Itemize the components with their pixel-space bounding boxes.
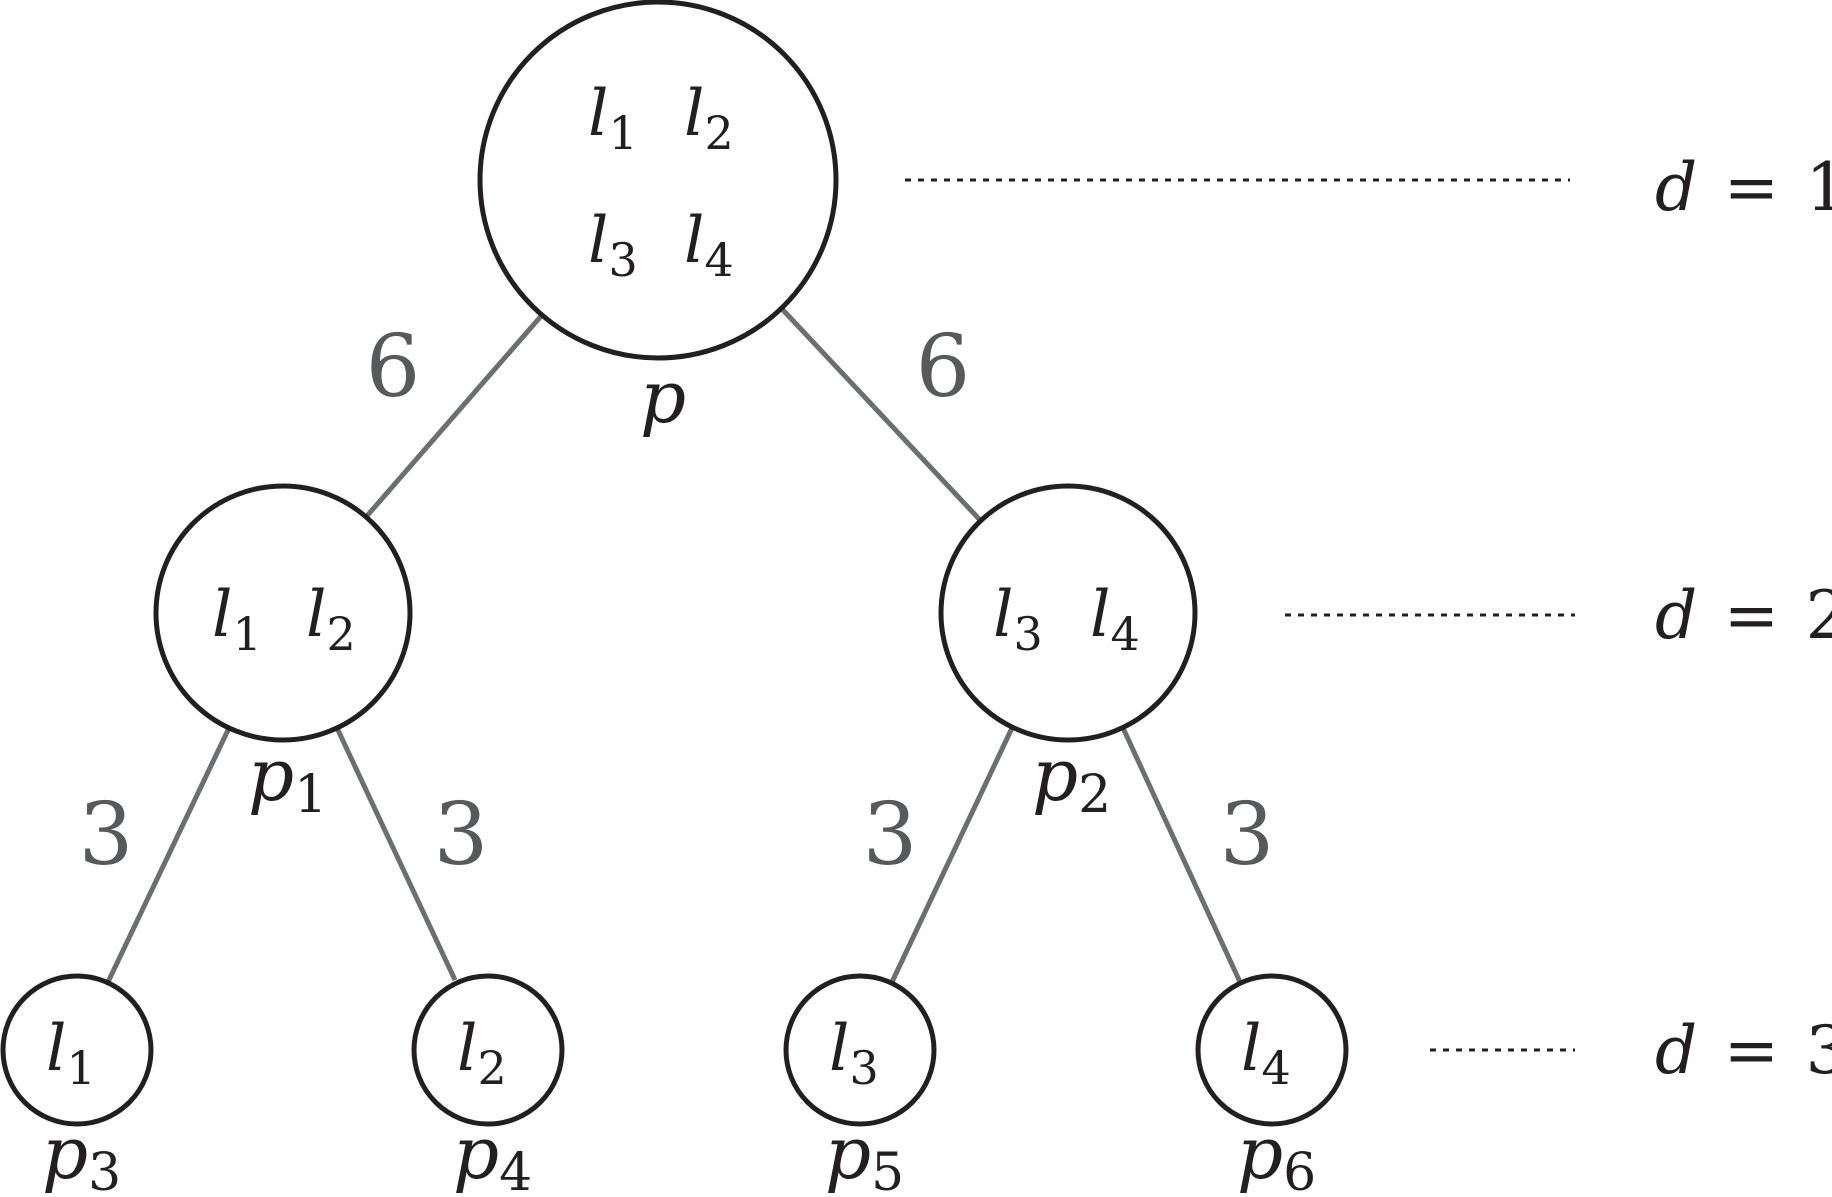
- depth-var: d: [1655, 1012, 1697, 1089]
- node-p4: l2 p4: [411, 973, 565, 1197]
- weight-p2-p6: 3: [1220, 785, 1275, 885]
- node-label: l4: [1090, 578, 1140, 661]
- depth-op: =: [1724, 1012, 1779, 1089]
- node-name: p: [640, 355, 686, 439]
- node-circle: [783, 973, 937, 1127]
- node-name: p3: [42, 1111, 121, 1197]
- node-circle: [938, 483, 1198, 743]
- node-circle: [411, 973, 565, 1127]
- node-label: l1: [588, 77, 638, 160]
- node-label: l4: [1241, 1012, 1291, 1095]
- weight-p-p1: 6: [366, 317, 421, 417]
- node-name: p4: [453, 1111, 532, 1197]
- depth-value: 3: [1806, 1012, 1832, 1089]
- node-p: l1 l2 l3 l4 p: [477, 0, 839, 439]
- edge-p2-p6: [1120, 726, 1243, 984]
- node-label: l3: [993, 578, 1043, 661]
- depth-label-1: d = 1: [1655, 149, 1832, 226]
- node-name: p6: [1237, 1111, 1316, 1197]
- node-label: l2: [684, 77, 734, 160]
- edge-p1-p3: [105, 726, 232, 984]
- depth-labels: d = 1 d = 2 d = 3: [1655, 149, 1832, 1089]
- node-p3: l1 p3: [0, 973, 154, 1197]
- edge-p-p1: [364, 313, 544, 519]
- node-circle: [477, 0, 839, 361]
- depth-guides: [905, 178, 1575, 1052]
- depth-value: 1: [1806, 149, 1832, 226]
- node-label: l3: [829, 1012, 879, 1095]
- edge-weights: 6 6 3 3 3 3: [79, 317, 1275, 885]
- depth-label-2: d = 2: [1655, 577, 1832, 654]
- weight-p1-p4: 3: [434, 785, 489, 885]
- depth-label-3: d = 3: [1655, 1012, 1832, 1089]
- weight-p-p2: 6: [916, 317, 971, 417]
- node-p6: l4 p6: [1195, 973, 1349, 1197]
- depth-op: =: [1724, 577, 1779, 654]
- node-name: p1: [248, 733, 327, 825]
- edge-p-p2: [781, 308, 982, 522]
- node-label: l4: [684, 204, 734, 287]
- depth-var: d: [1655, 577, 1697, 654]
- depth-op: =: [1724, 149, 1779, 226]
- node-p5: l3 p5: [783, 973, 937, 1197]
- edge-p1-p4: [334, 726, 458, 982]
- node-label: l1: [46, 1012, 96, 1095]
- node-p1: l1 l2 p1: [153, 483, 413, 825]
- node-circle: [0, 973, 154, 1127]
- depth-var: d: [1655, 149, 1697, 226]
- depth-value: 2: [1806, 577, 1832, 654]
- node-name: p2: [1032, 733, 1111, 825]
- node-label: l3: [588, 204, 638, 287]
- node-circle: [1195, 973, 1349, 1127]
- node-p2: l3 l4 p2: [938, 483, 1198, 825]
- node-label: l2: [457, 1012, 507, 1095]
- node-name: p5: [825, 1111, 904, 1197]
- edges: [105, 308, 1243, 984]
- weight-p2-p5: 3: [863, 785, 918, 885]
- node-circle: [153, 483, 413, 743]
- weight-p1-p3: 3: [79, 785, 134, 885]
- edge-p2-p5: [889, 726, 1015, 984]
- node-label: l2: [306, 578, 356, 661]
- node-label: l1: [212, 578, 262, 661]
